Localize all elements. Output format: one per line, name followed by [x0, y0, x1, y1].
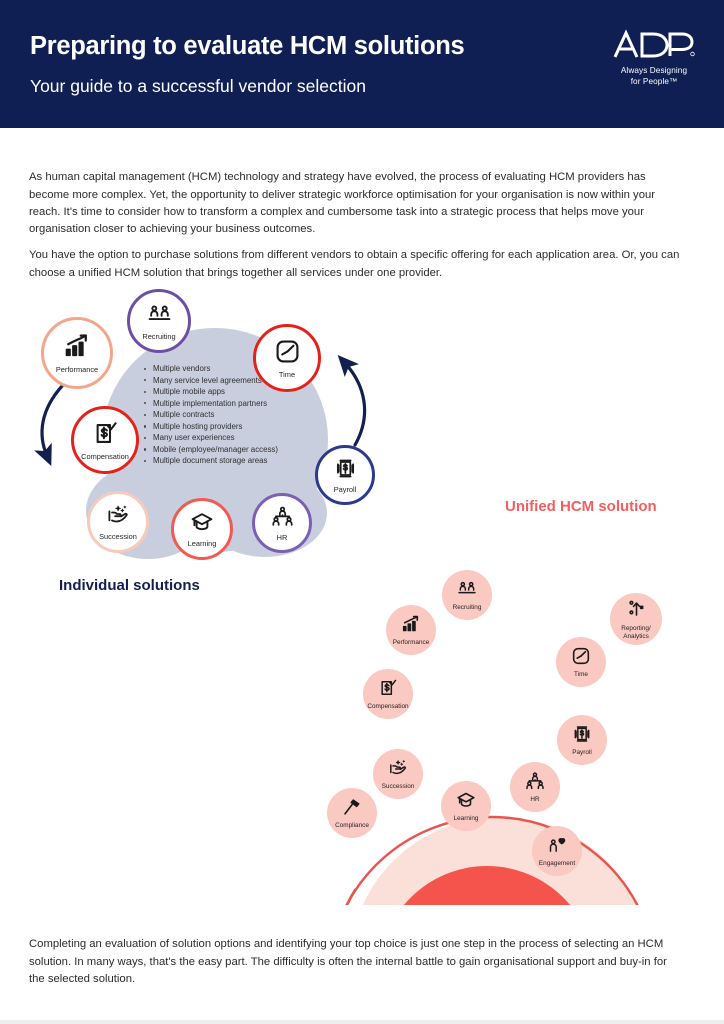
engagement-heart-person-icon	[547, 835, 567, 860]
individual-solutions-bullet-list: Multiple vendors Many service level agre…	[142, 363, 317, 467]
hr-org-icon	[271, 505, 294, 533]
performance-chart-arrow-icon	[63, 332, 91, 365]
individual-solutions-heading: Individual solutions	[59, 577, 200, 594]
time-clock-icon	[274, 338, 301, 370]
solution-node-circle[interactable]: Succession	[373, 749, 423, 799]
unified-solution-number: 1	[424, 625, 507, 793]
solution-node-label: Payroll	[333, 484, 357, 494]
solution-node-circle[interactable]: Compensation	[363, 669, 413, 719]
solution-node-label: Learning	[453, 814, 479, 822]
unified-solution-core	[403, 866, 571, 905]
recruiting-people-icon	[457, 579, 477, 604]
solution-node-label: Recruiting	[142, 331, 176, 341]
list-item: Experienced hosting provider	[471, 685, 567, 707]
list-item: Mobile (employee/manager access)	[142, 444, 317, 456]
compliance-gavel-icon	[342, 797, 362, 822]
solution-node-circle[interactable]: HR	[252, 493, 312, 553]
solution-node-circle[interactable]: HR	[510, 762, 560, 812]
payroll-money-icon	[572, 724, 592, 749]
learning-cap-icon	[190, 510, 214, 539]
unified-solution-ring	[345, 815, 639, 905]
list-item: Multiple document storage areas	[142, 455, 317, 467]
unified-solution-arrows	[345, 888, 357, 905]
adp-tagline-line2: for People™	[630, 76, 678, 86]
solution-node-circle[interactable]: Compliance	[327, 788, 377, 838]
solution-node-label: HR	[530, 795, 540, 803]
list-item: User experience	[471, 707, 567, 718]
individual-solutions-arrows	[34, 354, 367, 467]
adp-logo: Always Designing for People™	[606, 28, 702, 87]
time-clock-icon	[571, 646, 591, 671]
list-item: Contract	[471, 674, 567, 685]
unified-solution-heading: Unified HCM solution	[505, 498, 657, 515]
list-item: Implementation partner	[471, 663, 567, 674]
intro-paragraph-2: You have the option to purchase solution…	[29, 249, 680, 279]
list-item: Multiple implementation partners	[142, 398, 317, 410]
compensation-dollar-icon	[378, 678, 398, 703]
succession-hand-sparkle-icon	[106, 503, 130, 532]
compensation-dollar-icon	[92, 420, 119, 452]
solution-node-circle[interactable]: Learning	[441, 781, 491, 831]
list-item: Document storage	[471, 719, 567, 730]
footer-divider	[0, 1020, 724, 1024]
solution-node-label: Reporting/Analytics	[621, 625, 651, 640]
unified-solution-bullet-list: Vendor partner Service level agreement M…	[471, 629, 567, 730]
solution-node-circle[interactable]: Engagement	[532, 826, 582, 876]
adp-tagline-line1: Always Designing	[620, 66, 688, 75]
learning-cap-icon	[456, 790, 476, 815]
closing-paragraph: Completing an evaluation of solution opt…	[29, 938, 667, 985]
intro-paragraph-1: As human capital management (HCM) techno…	[29, 171, 656, 235]
solution-node-circle[interactable]: Time	[556, 637, 606, 687]
solution-node-circle[interactable]: Payroll	[315, 445, 375, 505]
succession-hand-sparkle-icon	[388, 758, 408, 783]
list-item: Many user experiences	[142, 432, 317, 444]
solution-node-label: Performance	[392, 638, 430, 646]
list-item: Multiple contracts	[142, 409, 317, 421]
list-item: Multiple vendors	[142, 363, 317, 375]
solution-node-label: Succession	[99, 532, 137, 542]
hr-org-icon	[525, 771, 545, 796]
solution-node-label: Time	[574, 670, 588, 678]
solution-node-circle[interactable]: Time	[253, 324, 321, 392]
adp-wordmark-icon	[613, 29, 695, 58]
solution-node-label: Payroll	[572, 748, 592, 756]
solution-node-label: HR	[276, 532, 288, 542]
list-item: Mobile app	[471, 651, 567, 662]
solution-node-label: Succession	[381, 782, 415, 790]
solution-node-circle[interactable]: Learning	[171, 498, 233, 560]
solution-node-circle[interactable]: Performance	[41, 317, 113, 389]
reporting-analytics-icon	[626, 598, 647, 624]
solution-node-circle[interactable]: Recruiting	[442, 570, 492, 620]
solution-node-circle[interactable]: Succession	[87, 491, 149, 553]
page-subtitle: Your guide to a successful vendor select…	[30, 76, 366, 96]
solution-node-label: Compensation	[81, 451, 129, 461]
list-item: Vendor partner	[471, 629, 567, 640]
solution-node-label: Performance	[55, 365, 99, 375]
solution-node-label: Compensation	[367, 702, 409, 710]
adp-tagline: Always Designing for People™	[606, 66, 702, 87]
solution-node-label: Time	[278, 369, 296, 379]
performance-chart-arrow-icon	[401, 614, 421, 639]
solution-node-circle[interactable]: Payroll	[557, 715, 607, 765]
list-item: Many service level agreements	[142, 375, 317, 387]
list-item: Service level agreement	[471, 640, 567, 651]
solution-node-circle[interactable]: Recruiting	[127, 289, 191, 353]
solution-node-circle[interactable]: Reporting/Analytics	[610, 593, 662, 645]
list-item: Multiple hosting providers	[142, 421, 317, 433]
solution-node-label: Learning	[187, 539, 217, 549]
page-title: Preparing to evaluate HCM solutions	[30, 32, 465, 60]
payroll-money-icon	[334, 457, 357, 485]
recruiting-people-icon	[147, 302, 172, 332]
list-item: Multiple mobile apps	[142, 386, 317, 398]
solution-node-label: Engagement	[538, 859, 576, 867]
page-header: Preparing to evaluate HCM solutions Your…	[0, 0, 724, 128]
solution-node-label: Compliance	[335, 821, 369, 829]
solution-node-circle[interactable]: Compensation	[71, 406, 139, 474]
solution-node-circle[interactable]: Performance	[386, 605, 436, 655]
solution-node-label: Recruiting	[452, 603, 482, 611]
